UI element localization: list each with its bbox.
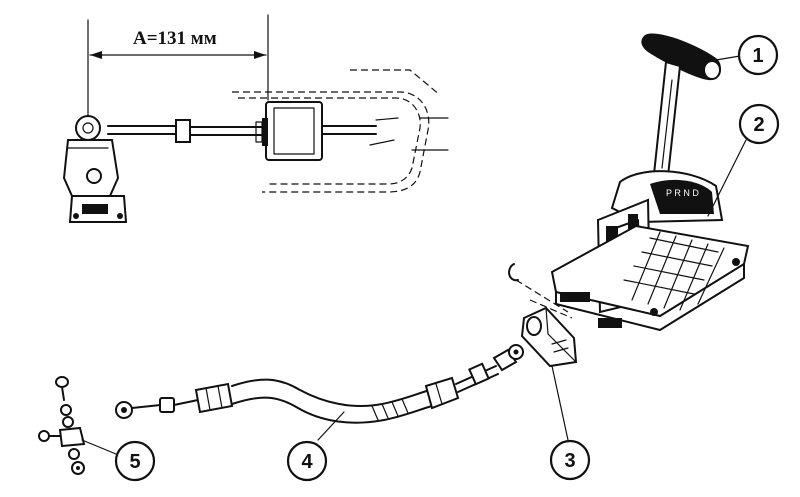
- fastener-pin-head: [55, 376, 69, 388]
- callout-4-label: 4: [301, 451, 313, 473]
- body-ridge: [375, 117, 399, 121]
- selector-base-edge: [555, 263, 745, 331]
- handle-button: [703, 60, 721, 80]
- body-outline-dashed: [232, 91, 430, 193]
- lever-base-slot: [82, 204, 108, 214]
- base-mount-tab-2: [598, 318, 622, 328]
- fastener-nut-1: [68, 448, 80, 460]
- lever-pivot-eye: [75, 115, 101, 141]
- selector-cover-shading: [650, 179, 714, 214]
- shift-lever-assembly: P R N D: [508, 33, 750, 368]
- cable-bracket: [520, 306, 578, 368]
- cover-markings: P R N D: [666, 188, 699, 198]
- body-outline-dashed-top: [350, 69, 441, 96]
- dimension-arrow-left: [90, 51, 102, 59]
- fastener-bolt-head: [38, 430, 50, 442]
- cable-ferrule-left: [159, 397, 175, 413]
- housing-latch-2: [628, 214, 638, 232]
- fastener-washer-1: [60, 404, 72, 416]
- leader-4: [317, 411, 345, 441]
- leader-3: [551, 365, 569, 441]
- shift-lever-handle: [641, 33, 721, 81]
- selector-base-plate: [550, 224, 750, 318]
- body-ridge-lower: [369, 139, 395, 146]
- assembly-guide-line: [515, 279, 569, 313]
- base-grid: [623, 231, 725, 311]
- callout-2-label: 2: [753, 114, 764, 136]
- callout-5-label: 5: [129, 451, 140, 473]
- callout-3: 3: [549, 439, 591, 481]
- leader-5: [81, 439, 117, 455]
- leader-lines: [81, 55, 747, 455]
- bracket-hole: [526, 316, 542, 336]
- lever-bolt: [86, 168, 102, 184]
- dimension-arrow-right: [254, 51, 266, 59]
- cable-adjustment-detail: A=131 мм: [62, 14, 449, 223]
- base-mount-tab: [560, 292, 590, 302]
- fastener-washer-2: [62, 416, 74, 428]
- callout-2: 2: [738, 103, 780, 145]
- shift-cable: [115, 344, 524, 424]
- leader-1: [715, 55, 741, 61]
- cable-grommet-left: [194, 382, 234, 414]
- callout-3-label: 3: [564, 450, 575, 472]
- cable-clamp-nut: [262, 118, 268, 146]
- fastener-bracket: [58, 426, 86, 448]
- cable-clamp-inner: [273, 107, 315, 155]
- retaining-clip: [508, 263, 519, 282]
- callout-5: 5: [114, 440, 156, 482]
- cable-sheath-upper: [231, 378, 431, 407]
- cable-ferrule-right: [468, 362, 490, 386]
- leader-2: [707, 139, 747, 217]
- cable-grommet-right: [424, 376, 460, 410]
- callout-4: 4: [286, 440, 328, 482]
- callout-1: 1: [737, 34, 779, 76]
- callout-1-label: 1: [752, 45, 763, 67]
- body-outline-dashed-inner: [238, 97, 421, 185]
- cable-sheath-lower: [231, 396, 433, 424]
- dimension-label: A=131 мм: [133, 28, 217, 49]
- fastener-set: [38, 376, 86, 475]
- transmission-lever-end: [62, 115, 128, 223]
- cable-ferrule: [175, 119, 191, 143]
- cable-sheath-braid: [371, 398, 409, 421]
- cable-clamp-washer: [255, 121, 263, 143]
- assembly-guide-line-2: [529, 299, 573, 319]
